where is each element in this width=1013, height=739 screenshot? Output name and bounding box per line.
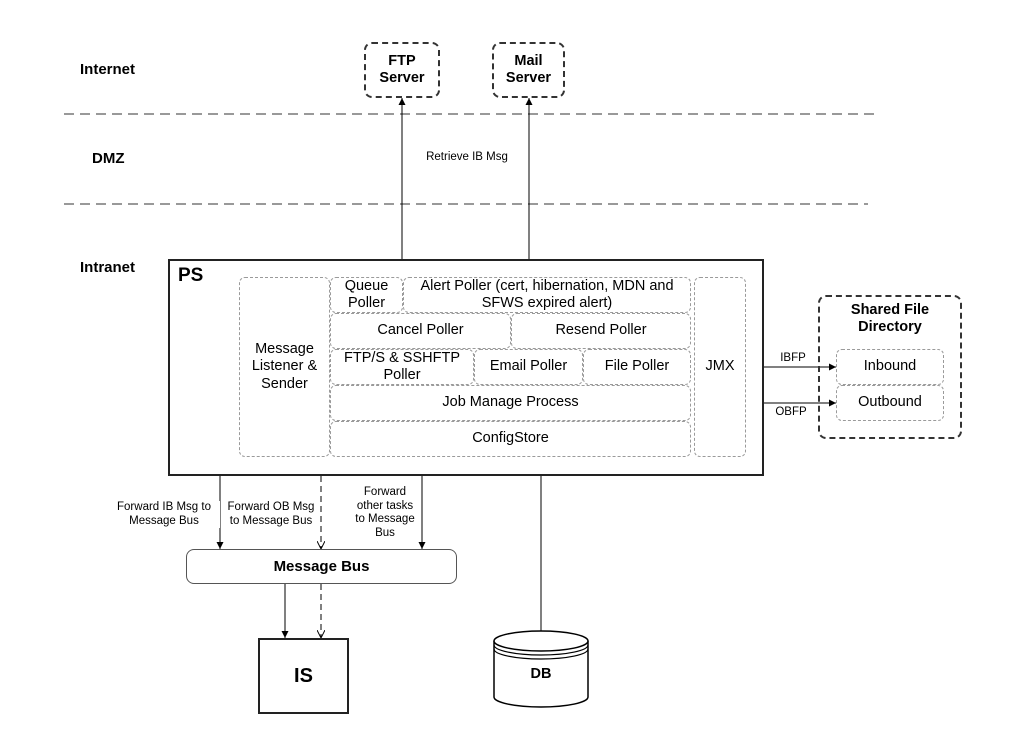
ps-container xyxy=(168,259,764,476)
email-poller-box: Email Poller xyxy=(474,349,583,385)
outbound-box: Outbound xyxy=(836,385,944,421)
shared-directory-box xyxy=(818,295,962,439)
cancel-poller-box: Cancel Poller xyxy=(330,313,511,349)
config-store-box: ConfigStore xyxy=(330,421,691,457)
is-box: IS xyxy=(258,638,349,714)
resend-poller-box: Resend Poller xyxy=(511,313,691,349)
message-listener-box: Message Listener & Sender xyxy=(239,277,330,457)
shared-directory-title: Shared File Directory xyxy=(850,302,930,336)
db-cylinder-icon xyxy=(493,630,589,708)
retrieve-label: Retrieve IB Msg xyxy=(412,151,522,165)
ibfp-label: IBFP xyxy=(780,352,806,364)
fwd-other-label: Forward other tasks to Message Bus xyxy=(355,486,415,541)
fwd-ob-label: Forward OB Msg to Message Bus xyxy=(222,501,320,529)
zone-dmz: DMZ xyxy=(92,150,125,167)
fwd-ib-label: Forward IB Msg to Message Bus xyxy=(108,501,220,529)
queue-poller-box: Queue Poller xyxy=(330,277,403,313)
zone-intranet: Intranet xyxy=(80,259,136,276)
inbound-box: Inbound xyxy=(836,349,944,385)
zone-internet: Internet xyxy=(80,61,136,78)
job-manage-box: Job Manage Process xyxy=(330,385,691,421)
ftp-server-box: FTP Server xyxy=(364,42,440,98)
alert-poller-box: Alert Poller (cert, hibernation, MDN and… xyxy=(403,277,691,313)
file-poller-box: File Poller xyxy=(583,349,691,385)
message-bus-box: Message Bus xyxy=(186,549,457,584)
ftp-poller-box: FTP/S & SSHFTP Poller xyxy=(330,349,474,385)
mail-server-box: Mail Server xyxy=(492,42,565,98)
ps-title: PS xyxy=(178,265,204,286)
obfp-label: OBFP xyxy=(775,406,807,418)
db-label: DB xyxy=(530,666,552,683)
jmx-box: JMX xyxy=(694,277,746,457)
